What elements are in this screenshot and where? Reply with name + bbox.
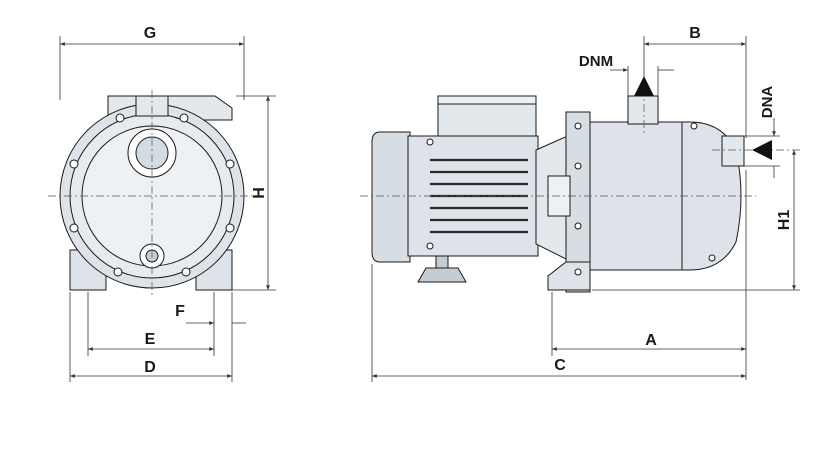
label-d: D <box>144 359 156 376</box>
motor-fan-cover <box>371 131 411 263</box>
pump-base <box>547 261 591 291</box>
label-dnm: DNM <box>579 53 613 70</box>
discharge-flow-arrow <box>634 76 654 96</box>
label-f: F <box>175 303 185 320</box>
suction-flow-arrow <box>752 140 772 160</box>
side-view <box>371 95 745 293</box>
label-h: H <box>251 187 268 199</box>
label-b: B <box>689 25 701 42</box>
side-bolts <box>426 122 716 276</box>
motor-foot-stem <box>435 255 449 269</box>
discharge-outlet <box>627 95 659 125</box>
front-centerlines <box>48 90 258 298</box>
front-outlet-bore <box>135 136 169 170</box>
label-c: C <box>554 357 566 374</box>
motor-cooling-fins <box>430 158 528 234</box>
label-e: E <box>145 331 156 348</box>
dimensions <box>59 36 800 382</box>
label-g: G <box>144 25 156 42</box>
label-h1: H1 <box>776 210 793 231</box>
suction-inlet <box>721 135 745 167</box>
motor-foot <box>417 267 467 283</box>
label-a: A <box>645 332 657 349</box>
flow-arrows <box>634 76 772 160</box>
label-dna: DNA <box>759 86 776 119</box>
terminal-box-lid <box>437 95 537 105</box>
